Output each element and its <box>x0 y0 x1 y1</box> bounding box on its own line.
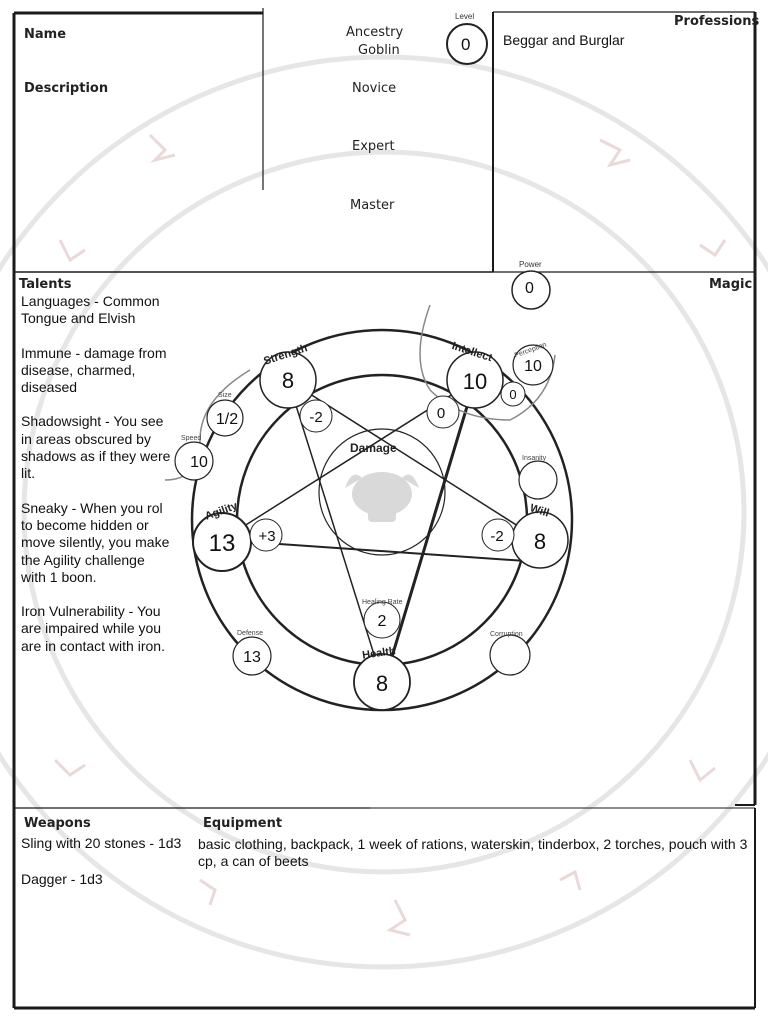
expert-label: Expert <box>352 139 395 154</box>
size-circle <box>206 399 244 437</box>
skull-icon <box>345 472 419 522</box>
perception-circle <box>512 344 554 386</box>
weapons-label: Weapons <box>24 816 91 831</box>
talent-item[interactable]: Iron Vulnerability - You are impaired wh… <box>21 603 165 654</box>
will-mod-circle <box>481 518 515 552</box>
stats-pentagram: Strength Intellect Agility Will Health D… <box>164 304 574 712</box>
talent-item[interactable]: Languages - Common Tongue and Elvish <box>21 293 160 327</box>
defense-label: Defense <box>237 630 263 637</box>
will-label: Will <box>528 502 550 519</box>
defense-value[interactable]: 13 <box>243 649 261 666</box>
magic-label: Magic <box>709 277 753 292</box>
novice-label: Novice <box>352 81 397 96</box>
perception-mod-circle <box>500 381 526 407</box>
intellect-circle <box>446 351 504 409</box>
master-label: Master <box>350 198 395 213</box>
strength-circle <box>259 351 317 409</box>
will-mod: -2 <box>490 528 503 545</box>
healing-rate-label: Healing Rate <box>362 599 403 606</box>
perception-mod: 0 <box>509 387 516 402</box>
health-label: Health <box>361 645 396 662</box>
ancestry-value[interactable]: Goblin <box>358 43 400 58</box>
corruption-label: Corruption <box>490 631 523 638</box>
equipment-value[interactable]: basic clothing, backpack, 1 week of rati… <box>198 836 748 869</box>
watermark-circles <box>0 54 768 970</box>
agility-value[interactable]: 13 <box>209 530 236 557</box>
description-label: Description <box>24 81 109 96</box>
damage-circle <box>318 428 446 556</box>
speed-circle <box>174 441 214 481</box>
power-value[interactable]: 0 <box>525 280 534 297</box>
health-value[interactable]: 8 <box>376 671 388 696</box>
intellect-mod: 0 <box>437 405 445 422</box>
damage-label: Damage <box>350 441 397 455</box>
agility-circle <box>192 512 252 572</box>
talents-list: Languages - Common Tongue and Elvish Imm… <box>21 293 171 672</box>
corruption-circle <box>489 634 531 676</box>
equipment-label: Equipment <box>203 816 283 831</box>
size-value[interactable]: 1/2 <box>216 411 238 428</box>
ancestry-label: Ancestry <box>346 25 404 40</box>
power-label: Power <box>519 260 542 269</box>
perception-value[interactable]: 10 <box>524 358 542 375</box>
talent-item[interactable]: Immune - damage from disease, charmed, d… <box>21 344 167 396</box>
speed-label: Speed <box>181 435 201 442</box>
talents-label: Talents <box>19 277 72 292</box>
healing-rate-circle <box>363 601 401 639</box>
strength-mod: -2 <box>309 409 322 426</box>
strength-value[interactable]: 8 <box>282 368 294 393</box>
speed-value[interactable]: 10 <box>190 454 208 471</box>
healing-rate-value[interactable]: 2 <box>378 613 387 630</box>
talent-item[interactable]: Sneaky - When you rol to become hidden o… <box>21 499 170 585</box>
name-label: Name <box>24 27 67 42</box>
power-circle <box>511 270 551 310</box>
will-value[interactable]: 8 <box>534 529 546 554</box>
insanity-circle <box>518 460 558 500</box>
weapon-item[interactable]: Sling with 20 stones - 1d3 <box>21 835 182 851</box>
intellect-mod-circle <box>426 395 460 429</box>
level-value[interactable]: 0 <box>461 35 471 54</box>
level-circle <box>446 23 488 65</box>
level-label: Level <box>455 12 475 21</box>
insanity-label: Insanity <box>522 455 547 462</box>
talent-item[interactable]: Shadowsight - You see in areas obscured … <box>21 413 171 482</box>
intellect-value[interactable]: 10 <box>463 369 487 394</box>
weapon-item[interactable]: Dagger - 1d3 <box>21 871 103 887</box>
watermark-runes <box>53 133 727 937</box>
agility-mod: +3 <box>258 528 275 545</box>
agility-mod-circle <box>249 518 283 552</box>
professions-value[interactable]: Beggar and Burglar <box>503 32 625 48</box>
defense-circle <box>232 636 272 676</box>
size-label: Size <box>218 392 232 399</box>
strength-mod-circle <box>299 399 333 433</box>
health-circle <box>353 653 411 711</box>
professions-label: Professions <box>674 14 760 29</box>
frame-lines <box>12 8 757 1010</box>
